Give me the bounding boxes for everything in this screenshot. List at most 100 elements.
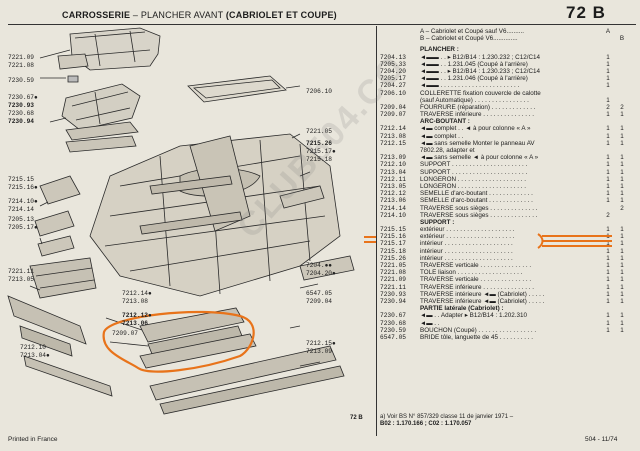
- part-number: 7230.59: [380, 326, 406, 334]
- part-number: 7205.17: [380, 75, 406, 83]
- parts-row: ARC-BOUTANT :: [380, 118, 630, 125]
- part-number: 7213.08: [380, 132, 406, 140]
- part-number: 7213.05: [380, 182, 406, 190]
- callout-label: 7214.10●: [8, 198, 38, 205]
- qty-b: 1: [620, 262, 624, 269]
- part-number: 7215.16: [380, 233, 406, 241]
- part-number: 7204.27: [380, 82, 406, 90]
- part-number: 7221.11: [380, 283, 406, 291]
- part-description: ◄▬ complet . . ◄ à pour colonne « A »: [420, 125, 531, 133]
- parts-row: 7205.33◄▬▬ . . 1.231.045 (Coupé à l'arri…: [380, 61, 630, 68]
- callout-label: 7213.08: [122, 298, 148, 305]
- callout-label: 7204.20●: [306, 270, 336, 277]
- part-number: 7213.06: [380, 197, 406, 205]
- part-description: ◄▬ complet . .: [420, 132, 464, 140]
- part-number: 7230.93: [380, 290, 406, 298]
- part-description: intérieur . . . . . . . . . . . . . . . …: [420, 240, 513, 248]
- plate-number: 72 B: [350, 415, 363, 421]
- part-description: (sauf Automatique) . . . . . . . . . . .…: [420, 96, 529, 104]
- parts-row: 7204.13◄▬▬ . . ▸ B12/B14 : 1.230.232 ; C…: [380, 54, 630, 61]
- parts-row: 7213.09◄▬ sans semelle ◄ à pour colonne …: [380, 154, 630, 161]
- qty-a: 1: [606, 240, 610, 248]
- part-number: 7221.05: [380, 262, 406, 269]
- title-subsection: – PLANCHER AVANT: [130, 10, 226, 20]
- qty-b: 1: [620, 326, 624, 334]
- parts-row: 7204.27◄▬▬ . . . . . . . . . . . . . . .…: [380, 82, 630, 89]
- callout-label: 7212.14●: [122, 290, 152, 297]
- callout-label: 7212.12●: [122, 312, 152, 319]
- part-description: ARC-BOUTANT :: [420, 118, 470, 126]
- callout-label: 7214.14: [8, 206, 34, 213]
- legend-b: B – Cabriolet et Coupé V6..............B: [380, 35, 630, 42]
- part-description: TRAVERSE inférieure ◄▬ (Cabriolet) . . .…: [420, 297, 545, 305]
- part-number: 7205.33: [380, 60, 406, 68]
- parts-row: 7213.08 ◄▬ complet . . 1 1: [380, 133, 630, 140]
- parts-row: 7212.15 ◄▬ sans semelle Monter le panneau…: [380, 140, 630, 147]
- parts-row: 7221.11 TRAVERSE inférieure . . . . . . .…: [380, 284, 630, 291]
- qty-b: 1: [620, 290, 624, 298]
- part-number: 7213.04: [380, 168, 406, 176]
- part-number: 7204.13: [380, 53, 406, 61]
- part-description: PLANCHER :: [420, 46, 459, 54]
- part-number: 7209.07: [380, 111, 406, 119]
- part-description: TRAVERSE inférieure . . . . . . . . . . …: [420, 283, 534, 291]
- callout-label: 7213.05: [8, 276, 34, 283]
- callout-label: 7230.68: [8, 110, 34, 117]
- part-number: 7212.14: [380, 125, 406, 133]
- callout-label: 7230.93: [8, 102, 34, 109]
- qty-a: 1: [606, 247, 610, 255]
- callout-label: 7215.26: [306, 140, 332, 147]
- callout-label: 7205.17●: [8, 224, 38, 231]
- callout-label: 7230.59: [8, 77, 34, 84]
- callout-label: 7212.15●: [306, 340, 336, 347]
- callout-label: 7215.16●: [8, 184, 38, 191]
- callout-label: 7221.05: [306, 128, 332, 135]
- part-description: COLLERETTE fixation couvercle de calotte: [420, 89, 541, 97]
- qty-b: 1: [620, 154, 624, 162]
- parts-row: SUPPORT :: [380, 219, 630, 226]
- qty-b: 1: [620, 240, 624, 248]
- part-description: ◄▬ . . Adapter ▸ B12/B14 : 1.202.310: [420, 312, 528, 320]
- part-description: TOLE liaison . . . . . . . . . . . . . .…: [420, 269, 523, 277]
- qty-b: 1: [620, 182, 624, 190]
- qty-a: 1: [606, 283, 610, 291]
- qty-b: 1: [620, 226, 624, 234]
- part-number: 7215.18: [380, 247, 406, 255]
- part-number: 7212.15: [380, 139, 406, 147]
- callout-label: 7213.09: [306, 348, 332, 355]
- part-description: SUPPORT :: [420, 218, 455, 226]
- highlight-outline: [102, 310, 255, 373]
- part-description: ◄▬ sans semelle Monter le panneau AV: [420, 139, 535, 147]
- callout-label: 6547.05: [306, 290, 332, 297]
- part-description: TRAVERSE sous sièges . . . . . . . . . .…: [420, 204, 538, 212]
- callout-label: 7205.13: [8, 216, 34, 223]
- qty-b: 1: [620, 233, 624, 241]
- part-number: 7214.10: [380, 211, 406, 219]
- qty-b: 1: [620, 132, 624, 140]
- part-number: 7221.09: [380, 276, 406, 284]
- qty-b: 1: [620, 319, 624, 327]
- part-number: 7214.14: [380, 204, 406, 212]
- part-description: extérieur . . . . . . . . . . . . . . . …: [420, 226, 515, 234]
- qty-b: 1: [620, 297, 624, 305]
- qty-a: 1: [606, 139, 610, 147]
- qty-a: 1: [606, 53, 610, 61]
- qty-b: 2: [620, 204, 624, 212]
- qty-a: 1: [606, 226, 610, 234]
- qty-b: 1: [620, 312, 624, 320]
- part-description: FOURRURE (réparation) . . . . . . . . . …: [420, 103, 536, 111]
- part-number: 7209.04: [380, 103, 406, 111]
- part-number: 7213.09: [380, 154, 406, 162]
- qty-a: 1: [606, 297, 610, 305]
- part-number: 7212.11: [380, 175, 406, 183]
- qty-b: 1: [620, 247, 624, 255]
- qty-a: 1: [606, 132, 610, 140]
